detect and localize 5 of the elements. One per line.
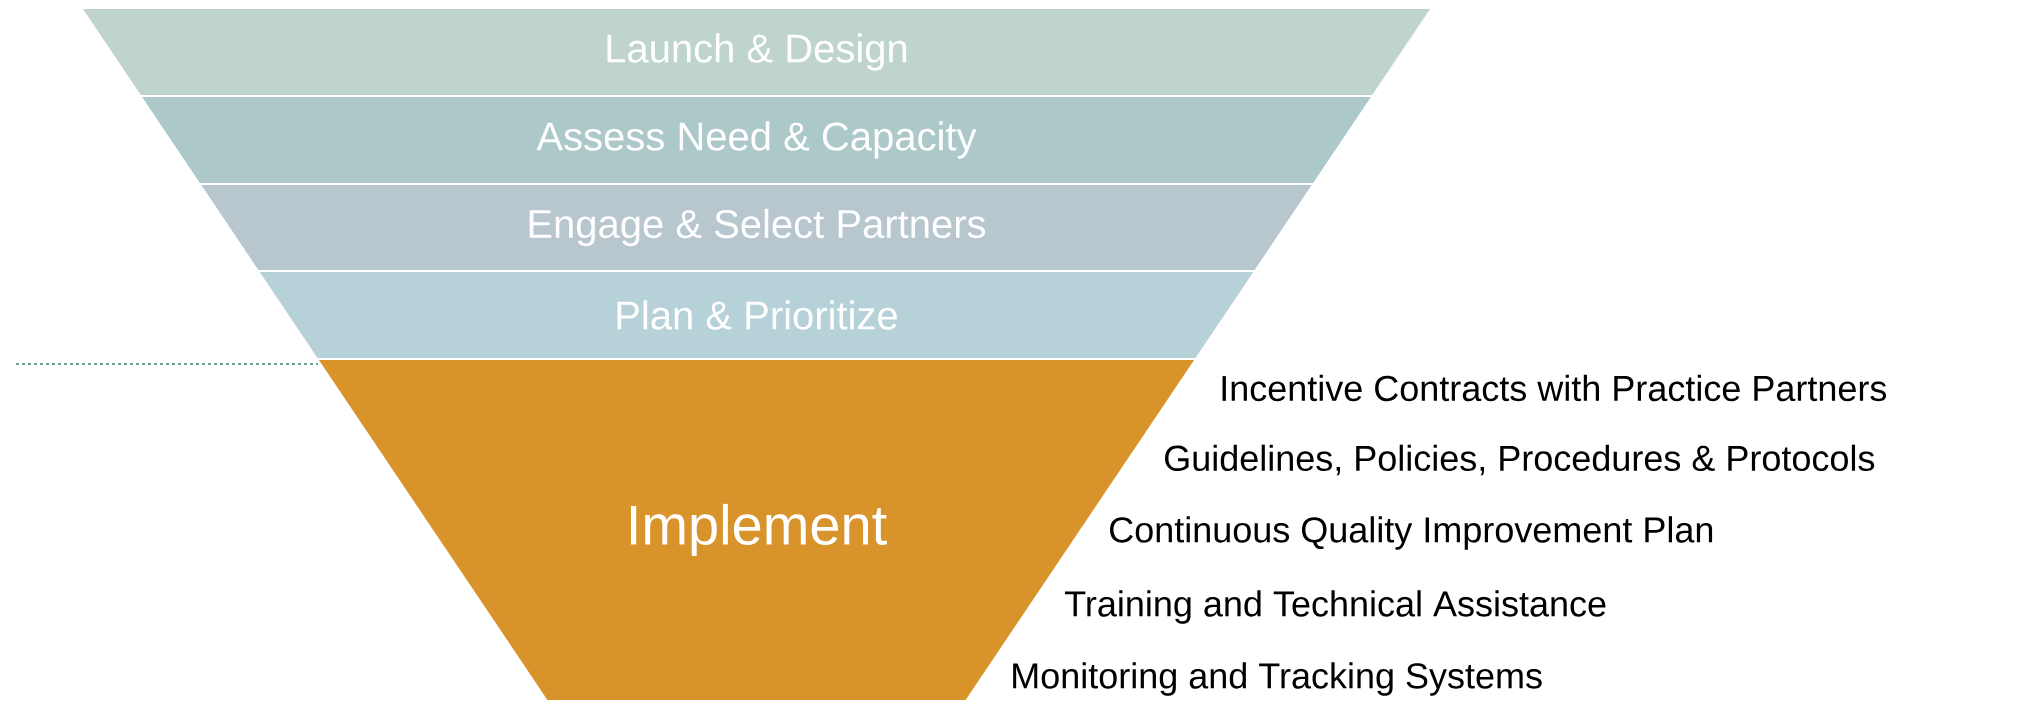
funnel-band: Assess Need & Capacity xyxy=(142,97,1371,183)
side-note: Incentive Contracts with Practice Partners xyxy=(1222,374,1887,402)
funnel-band: Plan & Prioritize xyxy=(259,272,1254,358)
funnel-band: Engage & Select Partners xyxy=(201,185,1312,270)
funnel-band: Launch & Design xyxy=(83,9,1430,95)
